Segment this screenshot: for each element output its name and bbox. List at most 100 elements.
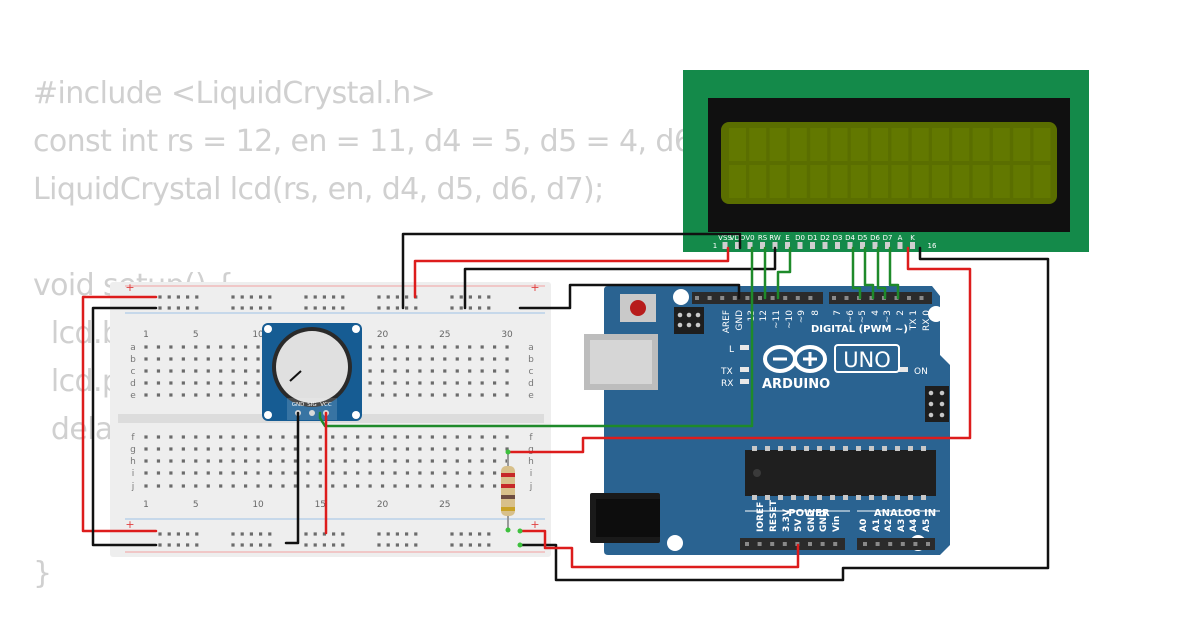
rail-hole bbox=[313, 306, 317, 310]
header-pin bbox=[745, 296, 750, 300]
breadboard-hole bbox=[156, 471, 161, 475]
breadboard-hole bbox=[318, 484, 322, 488]
breadboard-hole bbox=[405, 459, 410, 463]
potentiometer-pin bbox=[309, 410, 315, 416]
breadboard-hole bbox=[206, 369, 210, 373]
breadboard-hole bbox=[380, 381, 385, 385]
lcd-character-cell bbox=[830, 165, 848, 198]
header-pin bbox=[913, 542, 918, 546]
rail-hole bbox=[468, 306, 472, 310]
breadboard-hole bbox=[393, 459, 397, 463]
rail-hole bbox=[341, 543, 345, 547]
breadboard-hole bbox=[443, 381, 447, 385]
digital-pin-label: 7 bbox=[833, 310, 843, 316]
breadboard-hole bbox=[393, 381, 397, 385]
breadboard-hole bbox=[443, 369, 447, 373]
rail-hole bbox=[450, 532, 454, 536]
breadboard-hole bbox=[256, 393, 260, 397]
rail-hole bbox=[195, 532, 199, 536]
lcd-character-cell bbox=[992, 165, 1010, 198]
header-pin bbox=[782, 542, 787, 546]
breadboard-hole bbox=[468, 447, 472, 451]
breadboard-hole bbox=[281, 471, 285, 475]
breadboard-hole bbox=[281, 447, 285, 451]
potentiometer-pin-label: VCC bbox=[320, 402, 332, 408]
chip-pin bbox=[817, 446, 822, 451]
led-rx-label: RX bbox=[721, 379, 733, 389]
chip-pin bbox=[856, 446, 861, 451]
power-pin-label: GND bbox=[807, 510, 817, 532]
row-letter: c bbox=[529, 367, 534, 377]
analog-pin-label: A4 bbox=[909, 519, 919, 532]
rail-hole bbox=[386, 306, 390, 310]
lcd-character-cell bbox=[952, 128, 970, 161]
row-letter: e bbox=[528, 391, 534, 401]
rail-hole bbox=[405, 543, 409, 547]
breadboard-hole bbox=[244, 471, 248, 475]
row-letter: f bbox=[529, 433, 533, 443]
rail-hole bbox=[459, 306, 463, 310]
rail-hole bbox=[377, 306, 381, 310]
lcd-character-cell bbox=[871, 128, 889, 161]
rail-hole bbox=[240, 295, 244, 299]
potentiometer-hole bbox=[352, 325, 360, 333]
rail-hole bbox=[259, 306, 263, 310]
column-number: 20 bbox=[377, 330, 389, 340]
wire-endpoint bbox=[517, 542, 523, 548]
breadboard-hole bbox=[144, 393, 148, 397]
breadboard-hole bbox=[480, 459, 484, 463]
breadboard-hole bbox=[493, 447, 497, 451]
rail-hole bbox=[195, 295, 199, 299]
breadboard-hole bbox=[405, 357, 410, 361]
breadboard-hole bbox=[418, 435, 422, 439]
lcd-pin bbox=[735, 242, 740, 249]
header-pin bbox=[770, 296, 775, 300]
rail-hole bbox=[450, 543, 454, 547]
column-number: 25 bbox=[439, 500, 450, 510]
rail-hole bbox=[322, 532, 326, 536]
rail-hole bbox=[304, 295, 308, 299]
breadboard-hole bbox=[493, 345, 497, 349]
rail-hole bbox=[468, 532, 472, 536]
icsp-pin bbox=[928, 390, 934, 396]
breadboard-hole bbox=[169, 357, 173, 361]
rail-hole bbox=[249, 532, 253, 536]
lcd-character-cell bbox=[830, 128, 848, 161]
potentiometer-indicator bbox=[289, 370, 302, 382]
breadboard-hole bbox=[181, 447, 185, 451]
breadboard-hole bbox=[393, 393, 397, 397]
breadboard-hole bbox=[480, 471, 484, 475]
rail-hole bbox=[249, 543, 253, 547]
chip-pin bbox=[791, 446, 796, 451]
mounting-hole bbox=[928, 306, 944, 322]
breadboard-hole bbox=[318, 435, 322, 439]
digital-pin-label: 2 bbox=[896, 310, 906, 316]
breadboard-hole bbox=[455, 393, 459, 397]
lcd-pin bbox=[785, 242, 790, 249]
breadboard-hole bbox=[244, 357, 248, 361]
column-number: 15 bbox=[315, 500, 326, 510]
breadboard-hole bbox=[169, 459, 173, 463]
mounting-hole bbox=[667, 535, 683, 551]
lcd-character-cell bbox=[729, 165, 746, 198]
breadboard-hole bbox=[405, 381, 410, 385]
digital-pin-label: 4 bbox=[871, 310, 881, 316]
breadboard-hole bbox=[144, 484, 148, 488]
rail-hole bbox=[386, 295, 390, 299]
power-jack-inner bbox=[596, 499, 660, 537]
rail-plus-sign: + bbox=[530, 281, 539, 294]
breadboard-hole bbox=[430, 435, 434, 439]
lcd-character-cell bbox=[729, 128, 746, 161]
breadboard-hole bbox=[343, 459, 347, 463]
lcd-character-cell bbox=[850, 128, 868, 161]
breadboard-hole bbox=[393, 471, 397, 475]
breadboard-hole bbox=[156, 447, 161, 451]
rail-hole bbox=[377, 295, 381, 299]
lcd-character-cell bbox=[952, 165, 970, 198]
digital-header-right bbox=[829, 292, 932, 304]
lcd-character-cell bbox=[769, 128, 787, 161]
chip-pin bbox=[830, 446, 835, 451]
breadboard-hole bbox=[505, 357, 509, 361]
code-line: } bbox=[33, 556, 52, 591]
breadboard-hole bbox=[430, 357, 434, 361]
